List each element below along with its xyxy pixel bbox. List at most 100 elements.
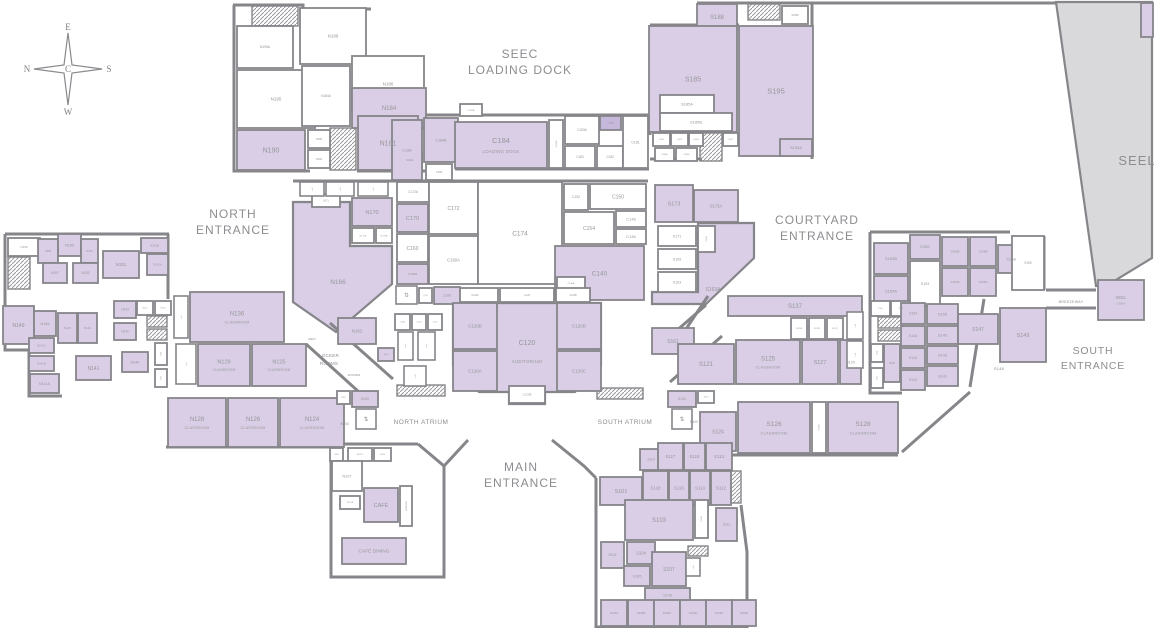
room-n144 xyxy=(77,312,98,344)
room-n141-label: N141 xyxy=(88,366,100,372)
room-s143 xyxy=(926,345,959,365)
stairwell-arrow-icon: ⇅ xyxy=(404,292,409,299)
room-c111 xyxy=(418,287,433,304)
room-n157-label: N157 xyxy=(51,271,59,275)
room-n128 xyxy=(167,397,227,448)
room-s146 xyxy=(900,325,926,347)
room-s104-label: S104 xyxy=(636,551,646,556)
room-s153-label: S153 xyxy=(921,282,929,286)
room-c182-label: C182 xyxy=(606,155,614,159)
room-s137c xyxy=(826,317,844,340)
room-s185-label: S185 xyxy=(685,77,701,84)
room-s142 xyxy=(900,369,926,391)
room-vending xyxy=(399,485,413,527)
room-n120-label: N120 xyxy=(361,397,369,401)
restroom-arrow-icon: ↑ xyxy=(185,362,188,368)
room-s180 xyxy=(652,132,671,147)
room-s138 xyxy=(870,343,884,363)
room-s183a-label: S183A xyxy=(661,153,668,156)
room-c184b xyxy=(423,117,459,163)
stairwell-room xyxy=(395,285,418,305)
room-c180m xyxy=(599,115,622,131)
room-s139 xyxy=(870,367,884,389)
room-s106b xyxy=(627,599,655,627)
room-s173-label: S173 xyxy=(668,201,681,207)
room-s144-label: S144 xyxy=(909,356,917,360)
room-s184a xyxy=(688,132,704,147)
room-c184 xyxy=(454,121,548,169)
room-s106c xyxy=(653,599,681,627)
stairs-hatch xyxy=(747,3,781,21)
room-s106f xyxy=(731,599,757,627)
room-n145 xyxy=(57,312,78,344)
wall-segment xyxy=(594,478,749,628)
room-s122 xyxy=(697,390,715,404)
stairwell-arrow-icon: ⇅ xyxy=(363,416,368,423)
area-label-breezeway: BREEZEWAY xyxy=(1059,300,1084,304)
area-label-s100: S100 xyxy=(690,420,698,424)
room-s137c-label: S137C xyxy=(832,328,839,330)
room-c148-label: C148 xyxy=(626,216,636,221)
compass-star-icon xyxy=(33,32,103,106)
room-s107-label: S107 xyxy=(663,567,675,573)
stairwell-room xyxy=(355,408,377,430)
area-label-locker: LOCKER xyxy=(319,353,340,358)
room-n180-label: N180 xyxy=(316,137,323,141)
area-label-courtyard: COURTYARD xyxy=(775,213,859,227)
room-s156b xyxy=(941,236,969,267)
room-seel-label: SEEL xyxy=(1116,295,1127,300)
room-n104-label: N104 xyxy=(380,454,386,456)
room-n151b-label: N151B xyxy=(150,244,159,248)
room-s184a-label: S184A xyxy=(693,138,699,141)
room-n195-label: N195 xyxy=(271,97,282,102)
wall-segment xyxy=(329,442,446,579)
room-s125-sublabel: CLASSROOM xyxy=(756,365,781,369)
room-c186-label: C186 xyxy=(402,147,412,152)
room-s153c-label: S153C xyxy=(920,245,930,249)
room-s141 xyxy=(926,365,959,387)
room-n151a-label: N151A xyxy=(153,263,162,267)
area-label-loading-dock: LOADING DOCK xyxy=(468,63,572,77)
room-s106-label: S106 xyxy=(663,593,672,597)
room-n157 xyxy=(42,262,68,284)
room-n141b xyxy=(28,355,55,372)
room-s180b-label: S180B xyxy=(683,154,690,156)
wall-segment xyxy=(901,390,971,454)
room-s137b xyxy=(808,317,826,340)
room-n150-label: N150 xyxy=(161,308,167,310)
room-n139-label: N139 xyxy=(161,376,163,380)
room-c146-label: C146 xyxy=(626,234,636,239)
room-n144-label: N144 xyxy=(84,326,92,330)
room-n125 xyxy=(251,343,307,387)
room-n103-label: N103 xyxy=(334,454,338,456)
room-s126a xyxy=(811,401,827,454)
area-label-seec: SEEC xyxy=(502,47,539,61)
room-n140 xyxy=(121,351,149,373)
room-n170a-label: N170A xyxy=(381,234,388,237)
room-c109-label: C109 xyxy=(443,294,451,298)
room-c140-label: C140 xyxy=(592,270,608,277)
restroom-arrow-icon: ↑ xyxy=(311,187,314,193)
room-s163a-label: S163A xyxy=(705,287,721,293)
room-s185a-label: S185A xyxy=(681,101,693,106)
room-c140a-label: C140A xyxy=(568,282,575,285)
room-c126-label: C126 xyxy=(524,294,530,297)
room-s188-label: S188 xyxy=(710,15,725,21)
stairs-hatch xyxy=(146,315,168,328)
room-s126a-label: S126A xyxy=(818,424,821,431)
restroom-women-room xyxy=(417,331,436,361)
room-s106b-label: S106B xyxy=(637,611,646,615)
room-c172-label: C172 xyxy=(448,206,460,212)
room-c160a-label: C160A xyxy=(447,258,460,263)
room-s156b-label: S156B xyxy=(950,250,959,254)
layer-hatches xyxy=(7,3,1041,557)
room-s150 xyxy=(870,300,891,317)
room-s110a xyxy=(694,499,709,539)
restroom-arrow-icon: ↑ xyxy=(339,187,342,193)
wall-segment xyxy=(551,438,598,480)
area-label-entrance: ENTRANCE xyxy=(1061,360,1125,372)
restroom-arrow-icon: ↑ xyxy=(854,353,857,359)
